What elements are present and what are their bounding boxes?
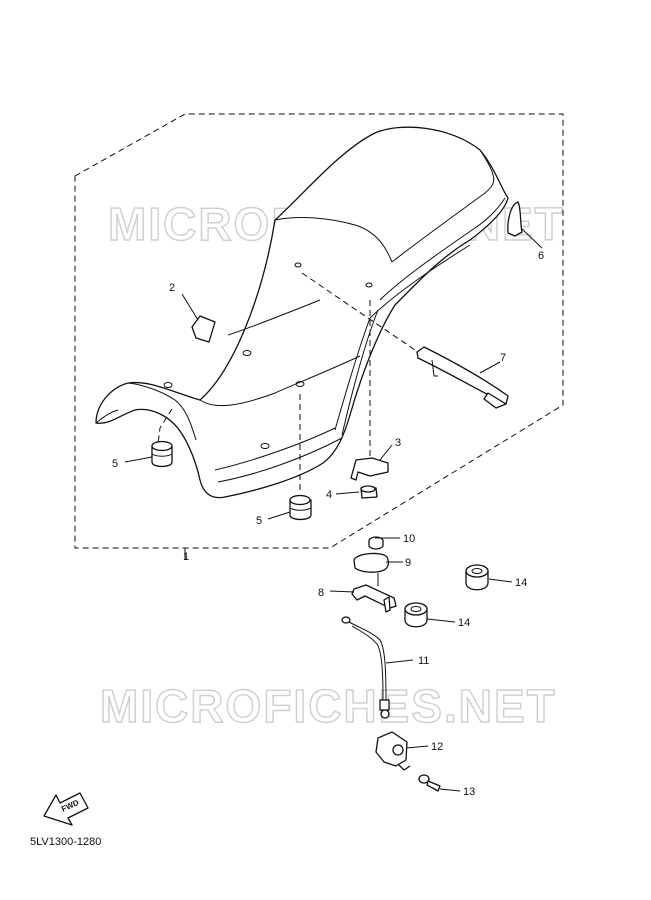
callout-2: 2 — [169, 282, 175, 294]
watermark-bottom: MICROFICHES.NET — [100, 680, 557, 732]
nut — [360, 485, 378, 499]
callout-3: 3 — [395, 437, 401, 449]
rubber-damper-14a — [465, 564, 489, 591]
seat-lock — [375, 731, 411, 771]
assembly-boundary — [74, 113, 564, 549]
assembly-line-a — [301, 272, 416, 351]
seat-bracket — [350, 457, 389, 481]
rubber-damper-front — [151, 440, 173, 468]
callout-14-b: 14 — [458, 617, 470, 629]
seat-strap — [416, 346, 509, 409]
rear-handle — [507, 201, 523, 237]
callout-6: 6 — [538, 250, 544, 262]
callout-13: 13 — [463, 786, 475, 798]
seat-label-tag — [191, 315, 216, 343]
callout-10: 10 — [403, 533, 415, 545]
callout-12: 12 — [431, 741, 443, 753]
callout-9: 9 — [405, 557, 411, 569]
seat — [95, 126, 509, 499]
lock-plate — [353, 552, 390, 573]
callout-4: 4 — [326, 489, 332, 501]
assembly-line-d — [157, 408, 173, 445]
seat-lock-cable — [341, 616, 390, 719]
callout-8: 8 — [318, 587, 324, 599]
callout-5-rear: 5 — [256, 515, 262, 527]
rubber-damper-rear — [289, 494, 312, 521]
leader-lines — [124, 227, 543, 792]
diagram-code: 5LV1300-1280 — [30, 836, 102, 848]
callout-5-front: 5 — [112, 458, 118, 470]
bolt — [368, 536, 384, 550]
fwd-arrow-icon: FWD — [43, 792, 89, 826]
rubber-damper-14b — [404, 602, 428, 628]
hook-bracket — [351, 584, 397, 613]
callout-14-a: 14 — [515, 577, 527, 589]
callout-1: 1 — [183, 551, 189, 563]
screw — [418, 774, 441, 792]
callout-7: 7 — [500, 352, 506, 364]
callout-11: 11 — [418, 655, 429, 667]
